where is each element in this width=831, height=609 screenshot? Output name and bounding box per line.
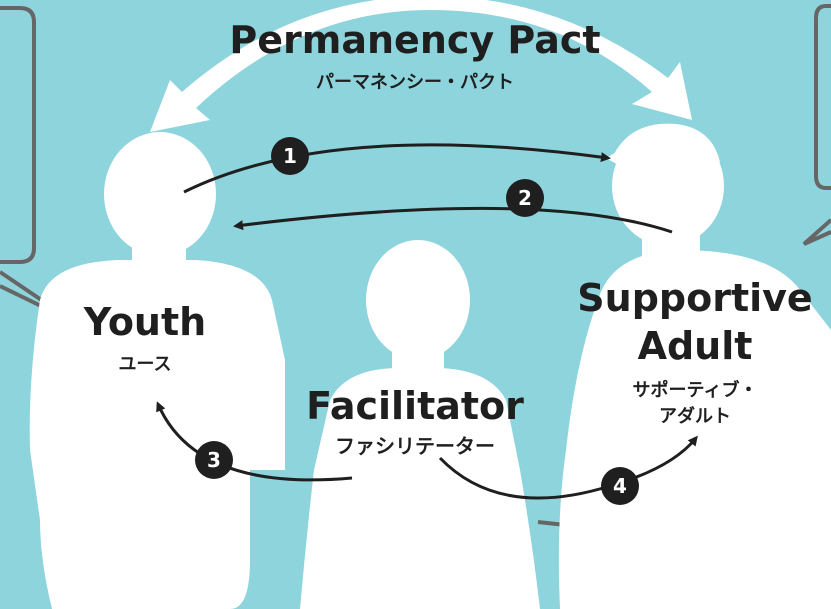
svg-text:3: 3 <box>207 448 221 472</box>
step-badge-1: 1 <box>271 137 309 175</box>
step-badge-4: 4 <box>601 467 639 505</box>
supportive-adult-label-line2: Adult <box>637 324 753 368</box>
arrow-step-2 <box>233 206 673 234</box>
step-badge-2: 2 <box>506 179 544 217</box>
top-double-arrow <box>150 0 692 132</box>
step-badge-3: 3 <box>195 441 233 479</box>
callout-box-left <box>0 6 36 264</box>
diagram-title: Permanency Pact <box>229 18 601 62</box>
youth-label-jp: ユース <box>118 354 172 375</box>
svg-text:4: 4 <box>613 474 627 498</box>
supportive-adult-label-jp-line2: アダルト <box>659 406 731 427</box>
supportive-adult-silhouette <box>558 123 831 609</box>
callout-pointer-right-top <box>802 218 831 246</box>
facilitator-label-jp: ファシリテーター <box>335 434 495 458</box>
diagram-title-jp: パーマネンシー・パクト <box>316 72 514 93</box>
youth-silhouette <box>29 132 286 609</box>
supportive-adult-label-jp-line1: サポーティブ・ <box>632 380 758 401</box>
youth-label: Youth <box>83 300 207 344</box>
supportive-adult-label-line1: Supportive <box>577 276 813 320</box>
facilitator-silhouette <box>300 240 540 609</box>
svg-text:2: 2 <box>518 186 532 210</box>
facilitator-label: Facilitator <box>306 384 524 428</box>
arrow-step-1 <box>183 143 611 194</box>
callout-box-right-top <box>814 4 831 190</box>
svg-text:1: 1 <box>283 144 297 168</box>
